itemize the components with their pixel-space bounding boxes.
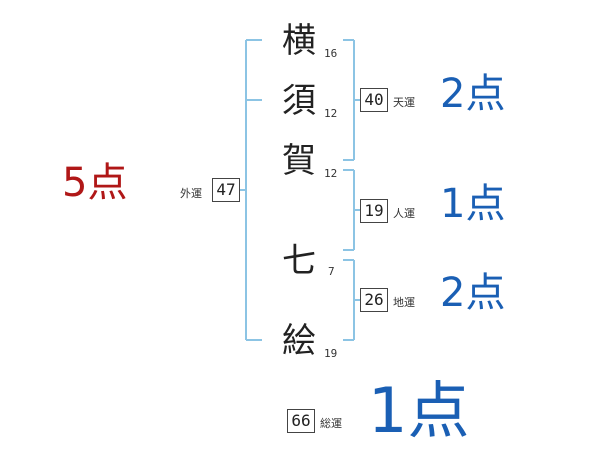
stroke-count-5: 19 — [324, 347, 338, 360]
stroke-count-1: 16 — [324, 47, 338, 60]
souun-points: 1点 — [368, 374, 470, 447]
name-char-5: 絵 — [282, 321, 316, 361]
tenun-value-box: 40 — [360, 88, 388, 112]
gaiun-points: 5点 — [62, 160, 128, 206]
name-char-1: 横 — [282, 21, 316, 61]
chiun-bracket — [343, 259, 360, 341]
stroke-count-4: 7 — [328, 265, 335, 278]
souun-value-box: 66 — [287, 409, 315, 433]
tenun-bracket — [343, 39, 360, 161]
jinun-points: 1点 — [440, 181, 506, 227]
stroke-count-2: 12 — [324, 107, 338, 120]
name-char-2: 須 — [282, 81, 316, 121]
tenun-label: 天運 — [393, 96, 415, 109]
outer-bracket — [240, 39, 262, 341]
jinun-bracket — [343, 169, 360, 251]
stroke-count-3: 12 — [324, 167, 338, 180]
chiun-points: 2点 — [440, 270, 506, 316]
gaiun-value-box: 47 — [212, 178, 240, 202]
chiun-label: 地運 — [393, 296, 415, 309]
jinun-value-box: 19 — [360, 199, 388, 223]
jinun-label: 人運 — [393, 207, 415, 220]
souun-label: 総運 — [320, 417, 342, 430]
name-char-3: 賀 — [282, 141, 316, 181]
tenun-points: 2点 — [440, 71, 506, 117]
gaiun-label: 外運 — [180, 187, 202, 200]
name-char-4: 七 — [282, 241, 316, 281]
chiun-value-box: 26 — [360, 288, 388, 312]
